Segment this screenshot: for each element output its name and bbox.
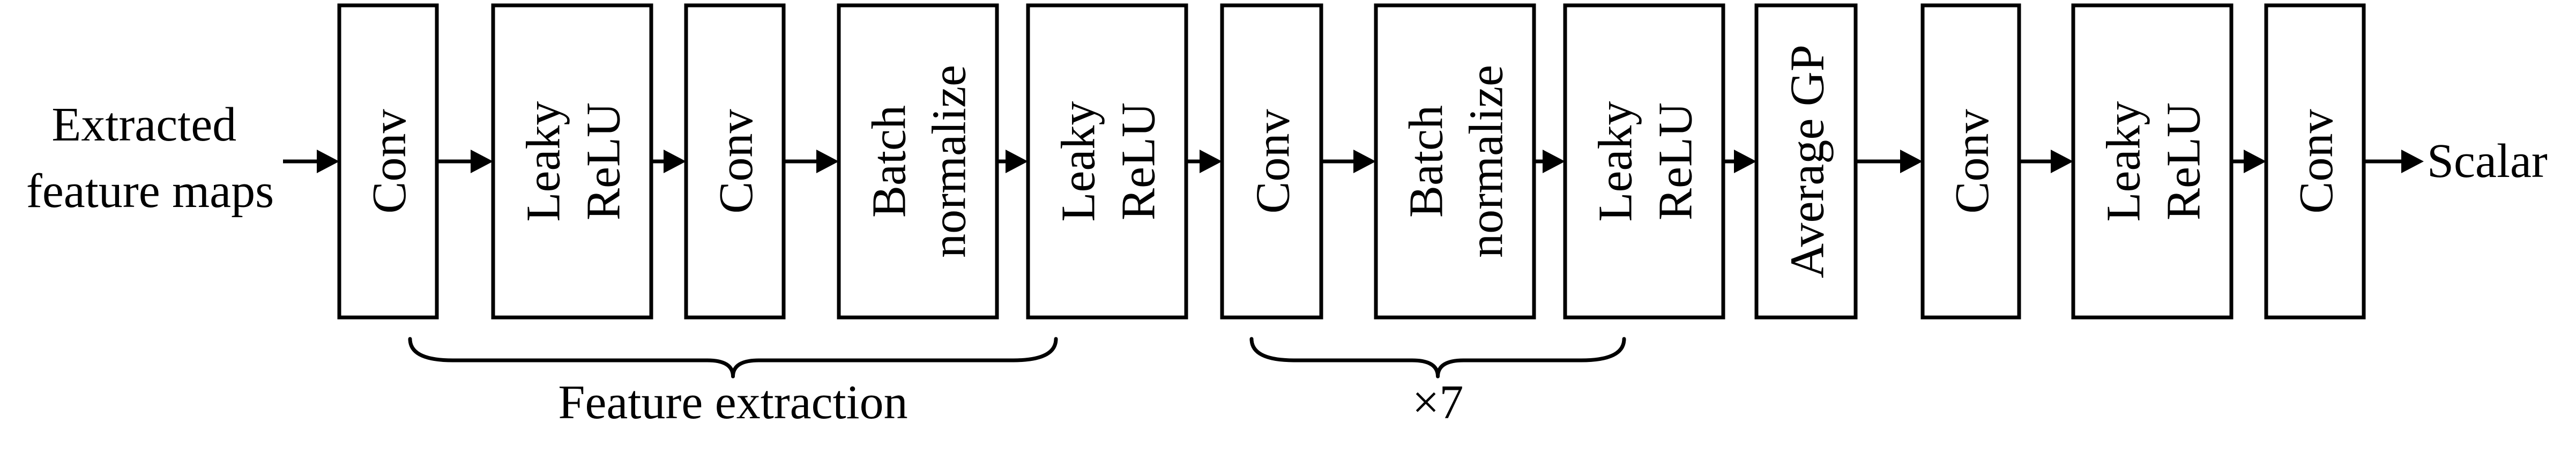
block-9-label-line-1: Average GP	[1781, 45, 1834, 278]
arrow-1	[437, 150, 493, 173]
input-label: Extracted feature maps	[26, 98, 274, 218]
block-1-label-line-1: Conv	[363, 109, 416, 213]
input-label-line-2: feature maps	[26, 165, 274, 218]
block-12-label: Conv	[2290, 109, 2343, 213]
arrow-output	[2364, 150, 2424, 173]
arrow-10	[2019, 150, 2073, 173]
block-11-label-line-2: ReLU	[2157, 102, 2210, 220]
block-5-label-line-1: Leaky	[1052, 101, 1105, 222]
arrow-8	[1723, 150, 1756, 173]
block-8-label-line-2: ReLU	[1649, 102, 1702, 220]
arrow-9	[1856, 150, 1923, 173]
block-1-label: Conv	[363, 109, 416, 213]
block-8-label-line-1: Leaky	[1589, 101, 1642, 222]
block-5-label-line-2: ReLU	[1112, 102, 1165, 220]
group-2-label: ×7	[1412, 376, 1464, 429]
block-10-label: Conv	[1946, 109, 1999, 213]
block-10-label-line-1: Conv	[1946, 109, 1999, 213]
group-1-brace	[408, 337, 1058, 379]
group-2-brace	[1249, 337, 1626, 379]
block-10: Conv	[1920, 3, 2021, 320]
arrow-input	[283, 150, 339, 173]
groups-layer: Feature extraction ×7	[408, 337, 1626, 429]
block-9-label: Average GP	[1781, 45, 1834, 278]
block-3: Conv	[684, 3, 786, 320]
arrow-11	[2231, 150, 2266, 173]
block-6: Conv	[1220, 3, 1323, 320]
block-1: Conv	[337, 3, 439, 320]
block-4-label-line-1: Batch	[863, 105, 916, 218]
block-7-label-line-2: normalize	[1460, 65, 1513, 258]
block-3-label-line-1: Conv	[710, 109, 763, 213]
block-2-label-line-2: ReLU	[577, 102, 630, 220]
block-6-label-line-1: Conv	[1247, 109, 1300, 213]
block-4-box	[837, 3, 999, 320]
block-6-box	[1220, 3, 1323, 320]
block-12: Conv	[2264, 3, 2366, 320]
block-12-label-line-1: Conv	[2290, 109, 2343, 213]
block-12-box	[2264, 3, 2366, 320]
output-label: Scalar	[2427, 135, 2548, 188]
group-1-label: Feature extraction	[558, 376, 907, 429]
arrow-7	[1534, 150, 1565, 173]
arrow-3	[784, 150, 839, 173]
block-11-label-line-1: Leaky	[2097, 101, 2150, 222]
block-4-label-line-2: normalize	[923, 65, 976, 258]
arrow-5	[1186, 150, 1222, 173]
block-3-box	[684, 3, 786, 320]
block-7-label-line-1: Batch	[1400, 105, 1453, 218]
group-2: ×7	[1249, 337, 1626, 429]
block-2-box	[491, 3, 653, 320]
block-3-label: Conv	[710, 109, 763, 213]
block-9: Average GP	[1754, 3, 1858, 320]
input-label-line-1: Extracted	[51, 98, 236, 151]
arrow-4	[997, 150, 1028, 173]
block-2-label-line-1: Leaky	[517, 101, 570, 222]
block-6-label: Conv	[1247, 109, 1300, 213]
arrow-6	[1321, 150, 1376, 173]
group-1: Feature extraction	[408, 337, 1058, 429]
arrows-layer	[283, 150, 2424, 173]
arrow-2	[651, 150, 686, 173]
block-8-box	[1563, 3, 1725, 320]
